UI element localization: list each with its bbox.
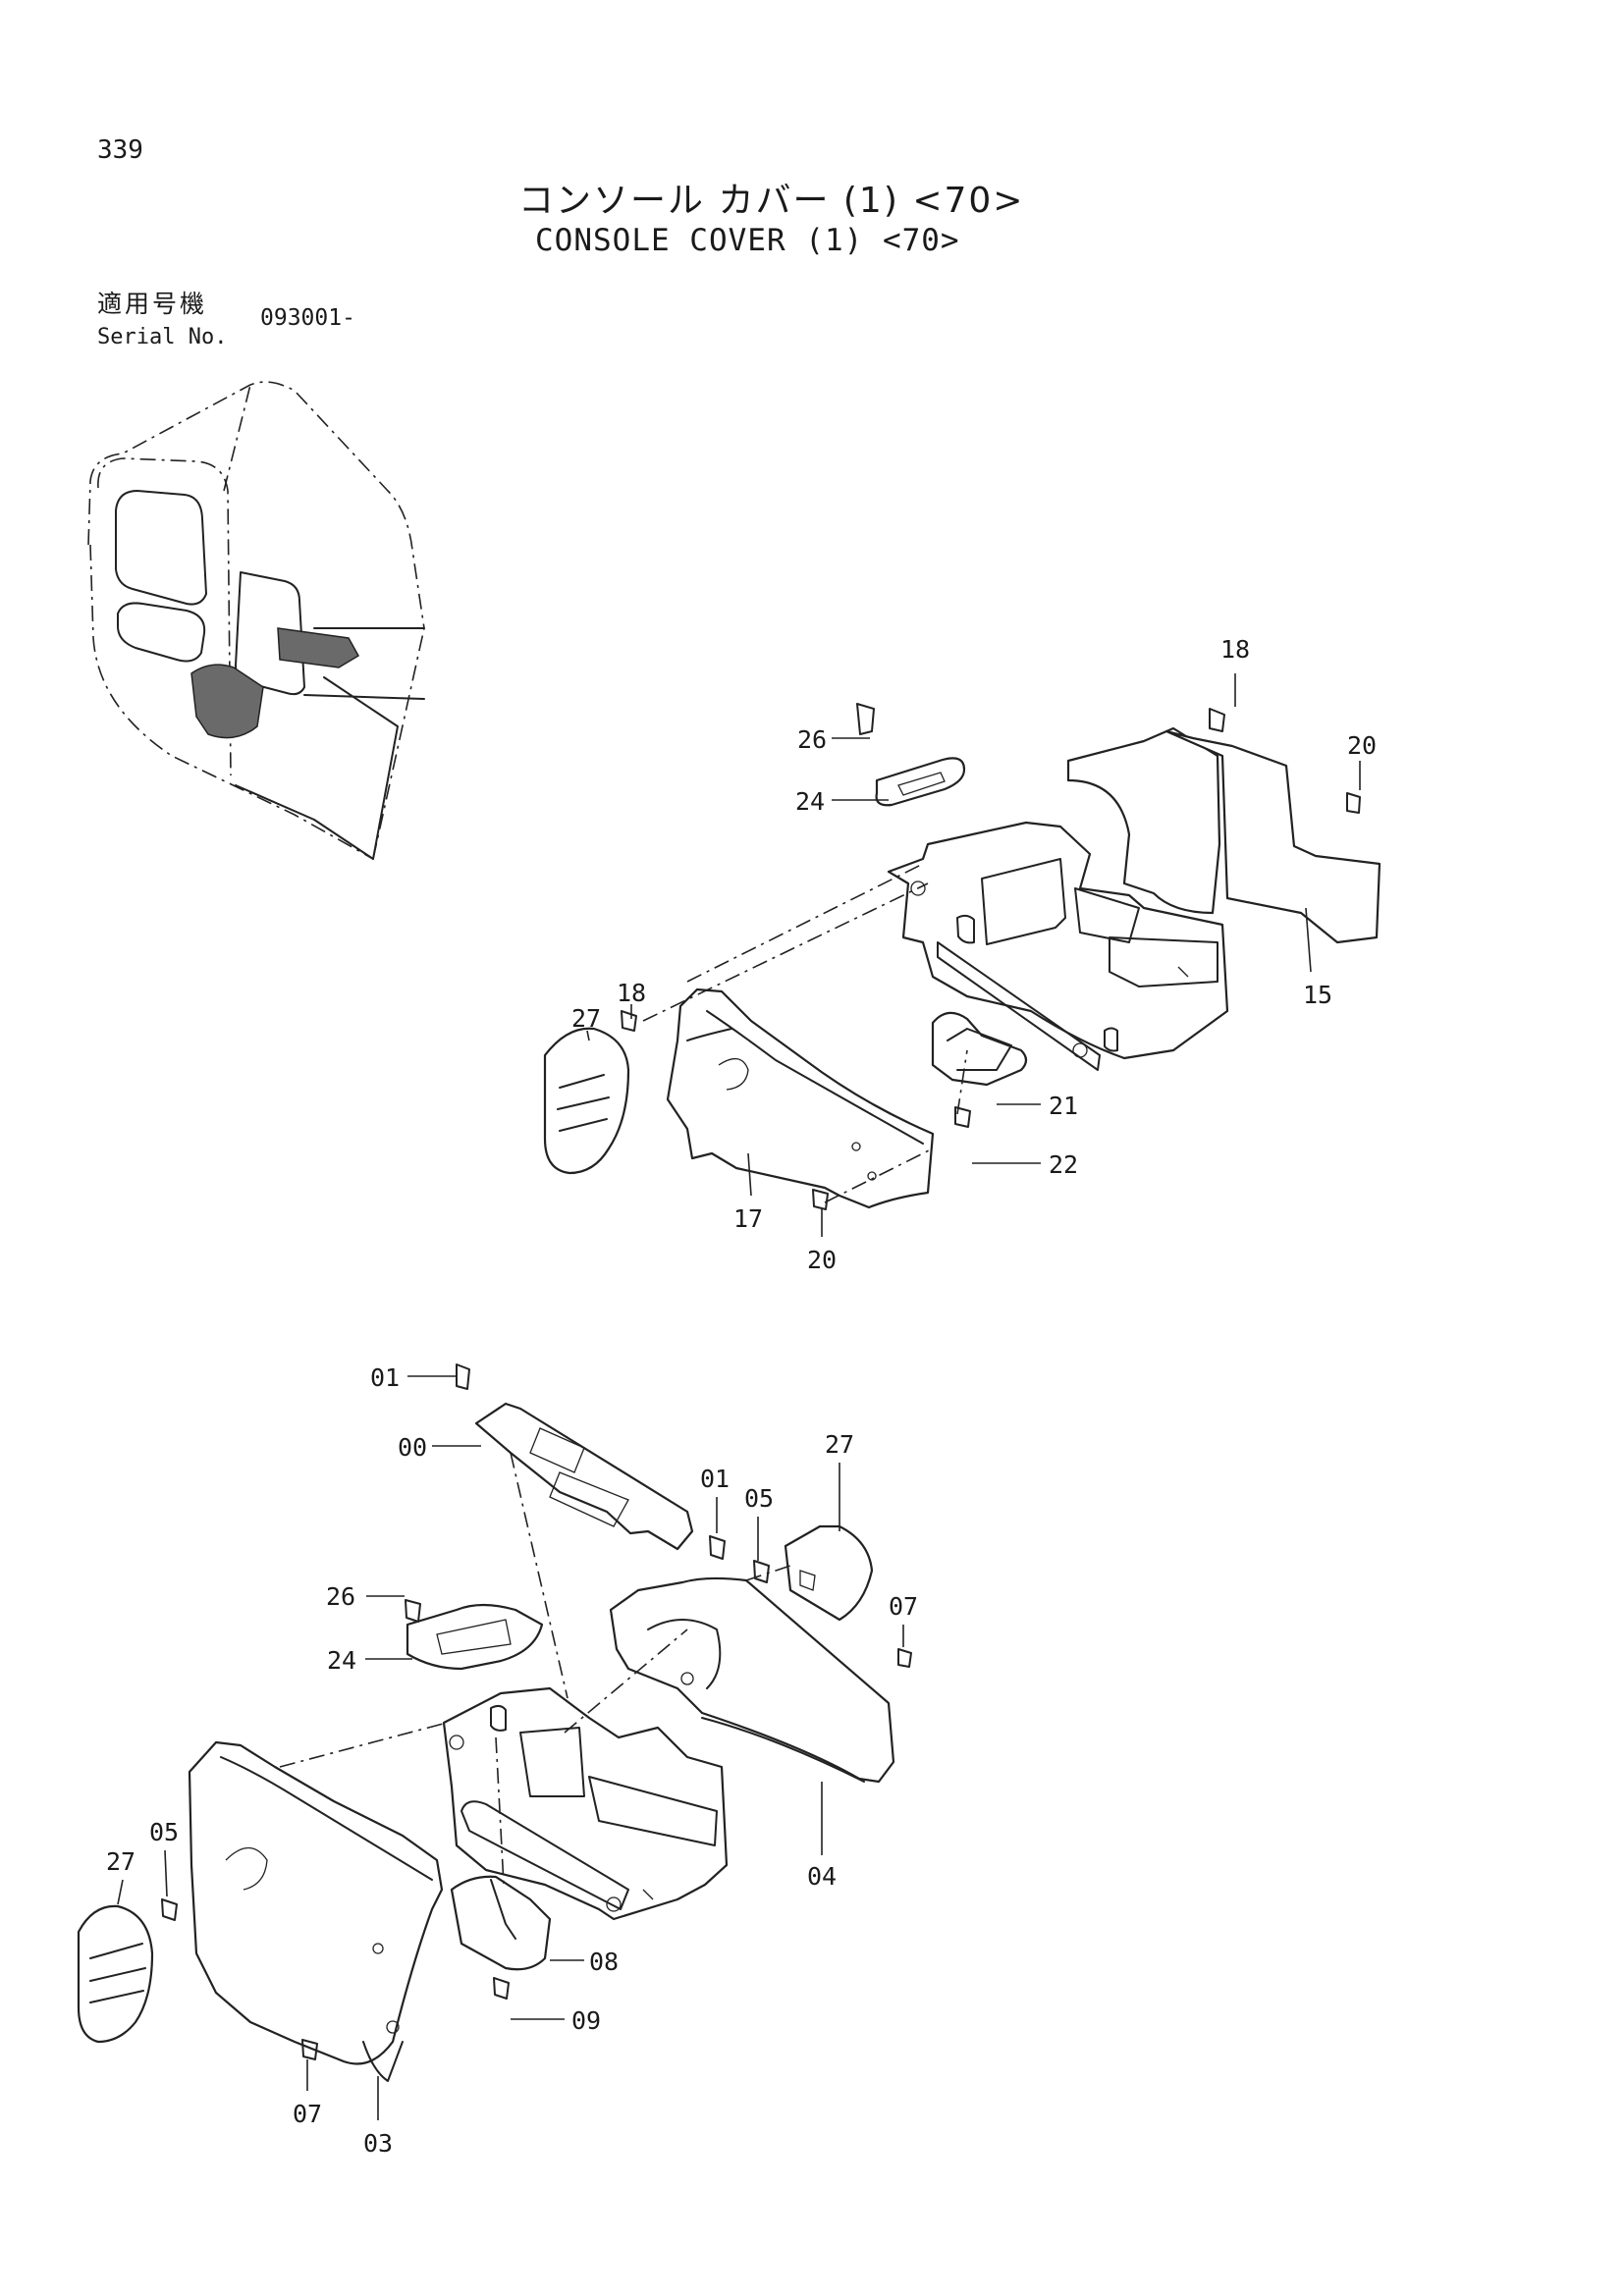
callout-labels: 26 24 18 20 15 18 27 21 22 17 20 01 00 0… [106,635,1377,2158]
callout-01: 01 [700,1465,730,1493]
callout-09: 09 [571,2006,601,2035]
callout-00: 00 [398,1433,427,1462]
callout-26: 26 [797,725,827,754]
serial-label-japanese: 適用号機 [97,290,208,318]
page-title-japanese: コンソール カバー (1) <70> [518,181,1025,221]
callout-27: 27 [825,1430,854,1459]
page-title-english: CONSOLE COVER (1) <70> [535,223,960,258]
callout-17: 17 [733,1204,763,1233]
callout-01: 01 [370,1363,400,1392]
cab-location-illustration [87,381,425,860]
callout-26: 26 [326,1582,355,1611]
serial-range: 093001- [260,305,355,331]
leader-lines [117,673,1361,2120]
callout-27: 27 [106,1847,135,1876]
callout-20: 20 [1347,731,1377,760]
upper-assembly [543,703,1381,1210]
callout-05: 05 [149,1818,179,1846]
callout-18: 18 [1220,635,1250,664]
callout-27: 27 [571,1004,601,1033]
callout-22: 22 [1049,1150,1078,1179]
callout-21: 21 [1049,1092,1078,1120]
callout-18: 18 [617,979,646,1007]
callout-15: 15 [1303,981,1332,1009]
callout-07: 07 [293,2100,322,2128]
callout-24: 24 [327,1646,356,1675]
lower-assembly [77,1363,912,2082]
serial-label-english: Serial No. [97,325,228,349]
callout-05: 05 [744,1484,774,1513]
callout-20: 20 [807,1246,837,1274]
callout-03: 03 [363,2129,393,2158]
callout-04: 04 [807,1862,837,1891]
callout-08: 08 [589,1948,619,1976]
page-number: 339 [97,135,143,165]
callout-07: 07 [889,1592,918,1621]
callout-24: 24 [795,787,825,816]
